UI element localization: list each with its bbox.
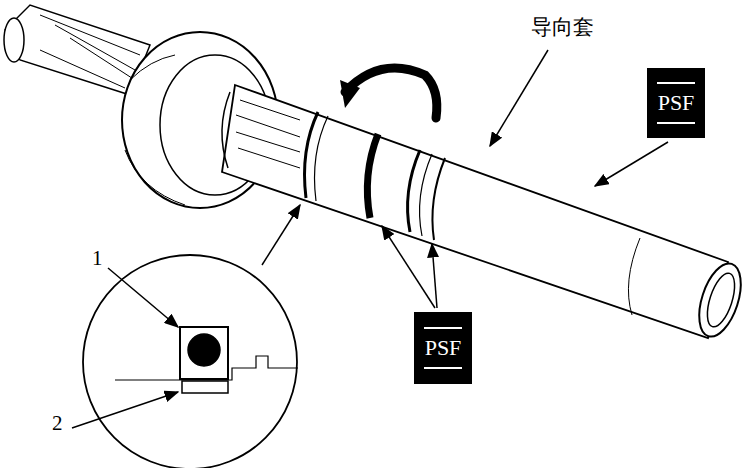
callout-number: 2 [52,412,63,435]
psf-badge: PSF [414,312,472,384]
callout-number: 1 [92,247,103,270]
badge-text: PSF [424,327,463,368]
badge-text: PSF [657,82,696,123]
psf-badge: PSF [647,68,705,138]
part-name: 导向套 [531,16,594,39]
